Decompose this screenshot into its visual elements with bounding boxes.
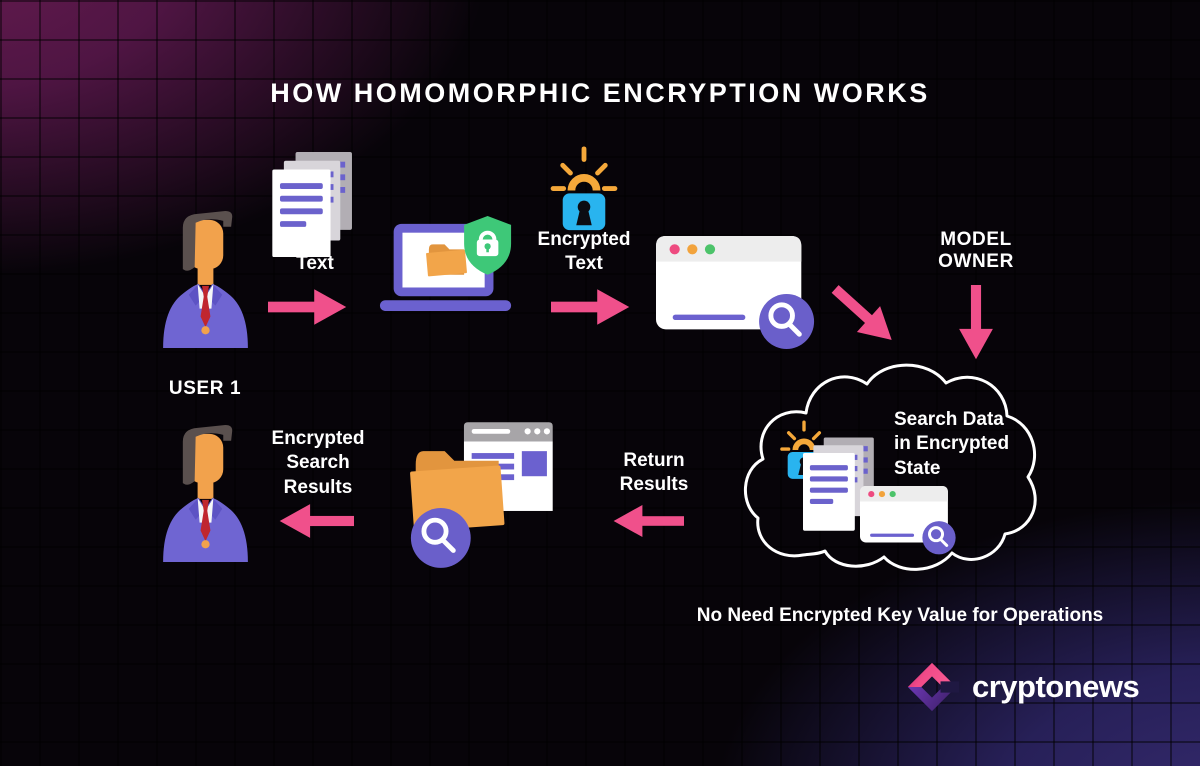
arrow-left-icon xyxy=(278,499,354,543)
arrow-down-icon xyxy=(956,285,996,361)
text-label: Text xyxy=(296,253,334,274)
arrow-left-icon xyxy=(612,499,684,543)
cryptonews-logo-icon xyxy=(905,660,959,714)
encrypted-search-results-label: Encrypted Search Results xyxy=(271,428,365,498)
arrow-diagonal-icon xyxy=(821,273,907,356)
cloud-search-data-label: Search Data in Encrypted State xyxy=(894,409,1010,479)
encrypted-text-label: Encrypted Text xyxy=(537,229,631,275)
laptop-shield-icon xyxy=(378,214,515,314)
brand-logo: cryptonews xyxy=(905,660,1140,714)
browser-search-small-icon xyxy=(860,486,958,555)
browser-search-icon xyxy=(656,236,818,350)
model-owner-label: MODEL OWNER xyxy=(938,229,1014,273)
folder-search-icon xyxy=(408,422,572,570)
encrypted-lock-icon xyxy=(550,145,618,234)
return-results-label: Return Results xyxy=(619,450,689,496)
user-icon xyxy=(158,208,253,348)
cloud-icon xyxy=(743,358,1043,590)
text-documents-icon xyxy=(272,152,358,259)
page-title: HOW HOMOMORPHIC ENCRYPTION WORKS xyxy=(270,78,930,108)
arrow-right-icon xyxy=(551,285,631,329)
cloud-note-label: No Need Encrypted Key Value for Operatio… xyxy=(696,605,1104,626)
brand-name: cryptonews xyxy=(972,669,1140,704)
user1-label: USER 1 xyxy=(168,378,242,399)
arrow-right-icon xyxy=(268,285,348,329)
user-icon xyxy=(158,422,253,562)
